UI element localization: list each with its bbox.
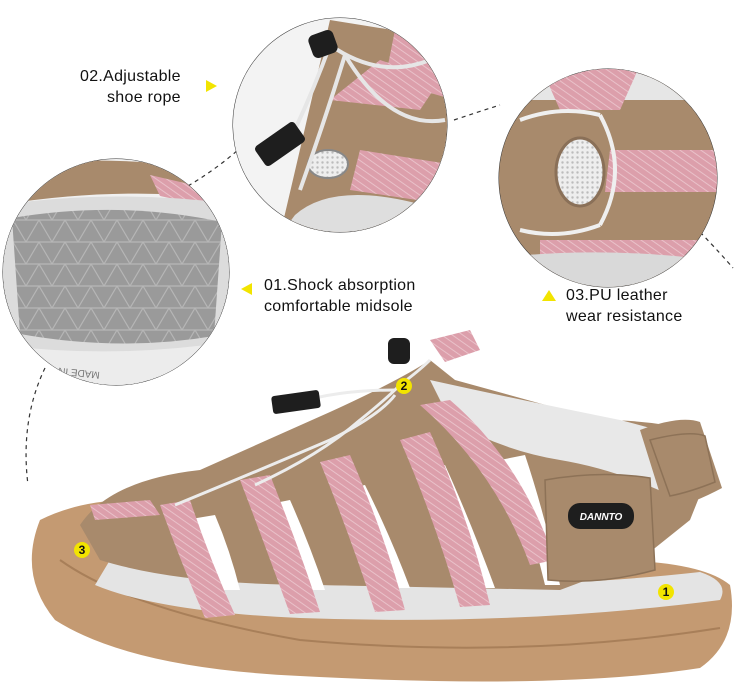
pink-straps [90, 330, 555, 618]
leader-lines [25, 104, 734, 486]
callout-midsole: 01.Shock absorption comfortable midsole [264, 275, 416, 317]
callout-adjustable-rope: 02.Adjustable shoe rope [80, 66, 181, 108]
leader-line-leather [453, 104, 501, 121]
leader-line-midsole [187, 149, 239, 187]
marker-1: 1 [658, 584, 674, 600]
marker-2: 2 [396, 378, 412, 394]
leather-closeup [498, 68, 718, 288]
callout-midsole-line1: 01.Shock absorption [264, 277, 416, 294]
svg-text:1: 1 [663, 585, 670, 599]
midsole [95, 560, 723, 620]
callout-leather-line1: 03.PU leather [566, 287, 668, 304]
brand-label [568, 503, 634, 529]
lace-end-toggle [271, 390, 321, 414]
callout-rope-line2: shoe rope [107, 89, 181, 106]
brand-name: DANNTO [580, 512, 623, 523]
rope-closeup [232, 17, 448, 233]
main-sandal: DANNTO 1 2 3 [31, 330, 732, 682]
callout-midsole-line2: comfortable midsole [264, 298, 413, 315]
triangle-pointer-rope-icon [206, 80, 217, 92]
leader-line-edge [699, 231, 734, 269]
leader-line-sole [25, 367, 46, 486]
triangle-pointer-leather-icon [542, 290, 556, 301]
marker-3: 3 [74, 542, 90, 558]
svg-text:3: 3 [79, 543, 86, 557]
midsole-closeup: MADE IN CHINA [2, 158, 230, 386]
callout-leather-line2: wear resistance [566, 308, 683, 325]
svg-text:2: 2 [401, 379, 408, 393]
callout-rope-line1: 02.Adjustable [80, 68, 181, 85]
callout-pu-leather: 03.PU leather wear resistance [566, 285, 683, 327]
triangle-pointer-midsole-icon [241, 283, 252, 295]
lace-lock-toggle [388, 338, 410, 364]
